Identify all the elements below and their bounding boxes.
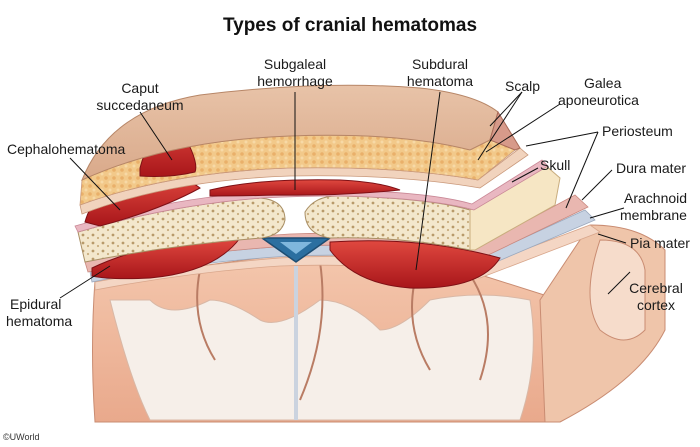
subgaleal-hemorrhage-shape — [209, 179, 401, 197]
label-subgaleal-hemorrhage: Subgaleal hemorrhage — [245, 56, 345, 90]
label-cerebral-cortex: Cerebral cortex — [620, 280, 692, 314]
label-subdural-line1: Subdural — [411, 56, 469, 72]
label-arachnoid-line1: Arachnoid — [624, 190, 688, 206]
label-galea-line2: aponeurotica — [558, 92, 639, 108]
label-arachnoid-line2: membrane — [620, 207, 687, 223]
copyright-notice: ©UWorld — [3, 432, 40, 442]
label-caput-line2: succedaneum — [96, 97, 184, 113]
label-periosteum: Periosteum — [602, 123, 673, 139]
label-epidural-hematoma: Epidural hematoma — [6, 296, 72, 330]
label-pia-mater: Pia mater — [630, 235, 690, 251]
scalp-skin — [81, 84, 499, 181]
scalp-cutface — [489, 110, 521, 151]
label-subgaleal-line1: Subgaleal — [263, 56, 327, 72]
label-dura-mater: Dura mater — [616, 160, 687, 176]
white-matter — [109, 294, 534, 421]
label-subdural-line2: hematoma — [406, 73, 474, 89]
leader-lines — [59, 91, 631, 299]
label-arachnoid-membrane: Arachnoid membrane — [620, 190, 687, 224]
label-cephalohematoma: Cephalohematoma — [7, 141, 126, 157]
label-skull: Skull — [540, 157, 571, 173]
label-caput-line1: Caput — [121, 80, 159, 96]
label-subgaleal-line2: hemorrhage — [257, 73, 333, 89]
diagram-title: Types of cranial hematomas — [222, 15, 478, 36]
label-epidural-line1: Epidural — [10, 296, 62, 312]
label-epidural-line2: hematoma — [6, 313, 73, 329]
label-subdural-hematoma: Subdural hematoma — [395, 56, 485, 90]
label-galea-aponeurotica: Galea aponeurotica — [558, 75, 639, 109]
label-caput-succedaneum: Caput succedaneum — [90, 80, 190, 114]
subdural-hematoma-shape — [329, 240, 501, 289]
label-cortex-line1: Cerebral — [629, 280, 683, 296]
label-scalp: Scalp — [505, 78, 541, 94]
label-cortex-line2: cortex — [636, 297, 676, 313]
label-galea-line1: Galea — [584, 75, 622, 91]
